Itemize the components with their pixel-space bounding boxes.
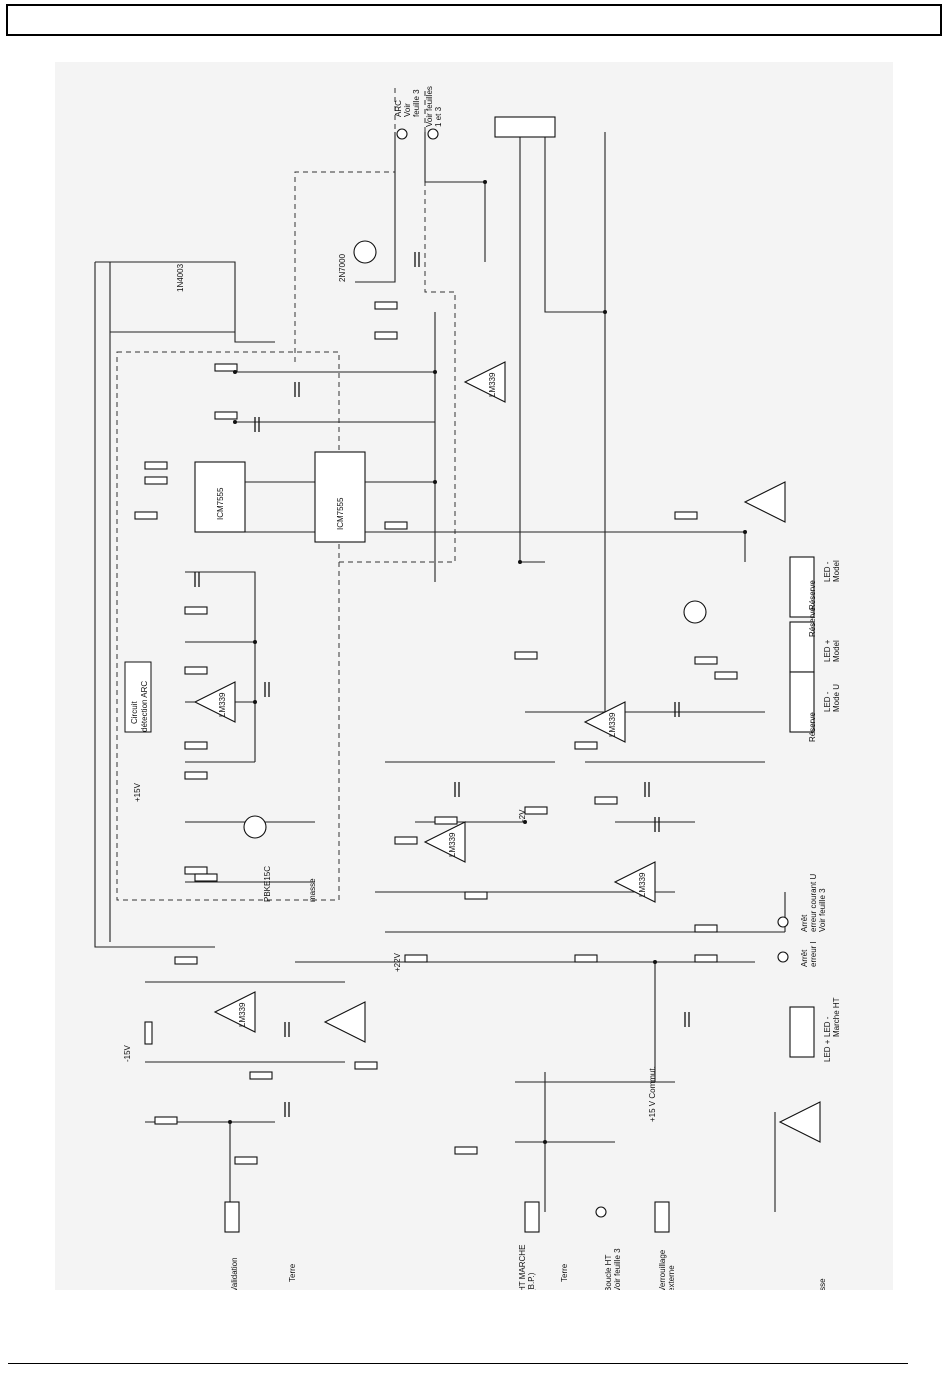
right-led-model-plus: LED +Model <box>823 639 841 662</box>
misc-label-4: -2V <box>518 809 527 822</box>
opamp-u7a <box>423 821 466 863</box>
opamp-u8a <box>193 681 236 723</box>
bottom-terre-2: Terre <box>560 1263 569 1282</box>
misc-label-8: PBKE15C <box>263 866 272 902</box>
top-voir-label: Voir feuilles1 et 3 <box>425 86 443 127</box>
right-marche-ht: LED -Marche HT <box>823 997 841 1037</box>
mosfet-q17 <box>683 600 707 624</box>
arc-box <box>124 661 152 733</box>
opamp-label-1: LM339 <box>218 692 227 717</box>
opamp-u8c <box>778 1101 821 1143</box>
opamps <box>193 361 821 1143</box>
opamp-u7c <box>613 861 656 903</box>
opamp-label-4: LM339 <box>638 872 647 897</box>
right-led-model: LED -Model <box>823 560 841 582</box>
bottom-commut: +15 V Commut. <box>648 1066 657 1122</box>
opamp-u8e <box>323 1001 366 1043</box>
timer-u10 <box>194 461 246 533</box>
connector-validation <box>224 1201 240 1233</box>
bottom-terre-1: Terre <box>288 1263 297 1282</box>
dashed-path-2 <box>294 87 396 362</box>
right-led-modeu: LED -Mode U <box>823 684 841 712</box>
wires <box>94 132 786 1212</box>
schematic-area <box>55 62 893 1290</box>
connector-verrouillage <box>654 1201 670 1233</box>
connector-arc-top <box>396 128 408 140</box>
opamp-label-6: LM339 <box>488 372 497 397</box>
connector-pd-j1-top <box>494 116 556 138</box>
opamp-label-2: LM339 <box>448 832 457 857</box>
misc-label-1: +15V <box>133 782 142 802</box>
top-arc-label: ARCVoirfeuille 3 <box>394 89 421 117</box>
right-arrow-i: Arrêterreur I <box>800 941 818 967</box>
misc-label-3: +22V <box>393 952 402 972</box>
timer-u9 <box>314 451 366 543</box>
right-led-plus-ht: LED + <box>823 1039 832 1062</box>
opamp-u7b <box>463 361 506 403</box>
bottom-validation: Validation <box>230 1257 239 1290</box>
misc-label-7: 2N7000 <box>338 253 347 282</box>
mosfet-q13 <box>243 815 267 839</box>
opamp-u8d <box>743 481 786 523</box>
misc-label-2: -15V <box>123 1044 132 1062</box>
misc-label-6: 1N4003 <box>176 263 185 292</box>
opamp-label-5: LM339 <box>238 1002 247 1027</box>
connector-marche-ht <box>789 1006 815 1058</box>
right-reserve-3: Réserve <box>808 712 817 742</box>
bottom-verrouillage: Verrouillageexterne <box>658 1249 676 1290</box>
bottom-masse: masse <box>818 1278 827 1290</box>
arc-box-line2: détection ARC <box>140 681 149 732</box>
resistors <box>134 301 738 1165</box>
timer-label-1: ICM7555 <box>216 487 225 520</box>
connector-ht-marche <box>524 1201 540 1233</box>
arc-box-line1: Circuit <box>130 701 139 724</box>
connector-arrow-i <box>777 951 789 963</box>
mosfet-q15 <box>353 240 377 264</box>
junctions <box>228 180 747 1144</box>
right-reserve-2: Réserve <box>808 607 817 637</box>
page-header-box <box>6 4 942 36</box>
misc-label-5: masse <box>308 878 317 902</box>
footer-rule <box>8 1363 908 1364</box>
arc-detection-enclosure <box>116 351 340 901</box>
bottom-boucle-ht: Boucle HTVoir feuille 3 <box>604 1248 622 1290</box>
connector-voir-top <box>427 128 439 140</box>
connector-modeu <box>789 671 815 733</box>
opamp-label-3: LM339 <box>608 712 617 737</box>
right-arrow-u: Arrêterreur courant UVoir feuille 3 <box>800 874 827 932</box>
opamp-u7d <box>213 991 256 1033</box>
right-reserve-1: Réserve <box>808 580 817 610</box>
bottom-ht-marche: HT MARCHE(B.P.) <box>518 1245 536 1290</box>
opamp-u8b <box>583 701 626 743</box>
timer-label-2: ICM7555 <box>336 497 345 530</box>
capacitors <box>194 252 690 1117</box>
connector-arrow-u <box>777 916 789 928</box>
schematic-diagram: Circuit détection ARC <box>94 86 841 1290</box>
connector-boucle-ht <box>595 1206 607 1218</box>
connector-model <box>789 556 815 618</box>
